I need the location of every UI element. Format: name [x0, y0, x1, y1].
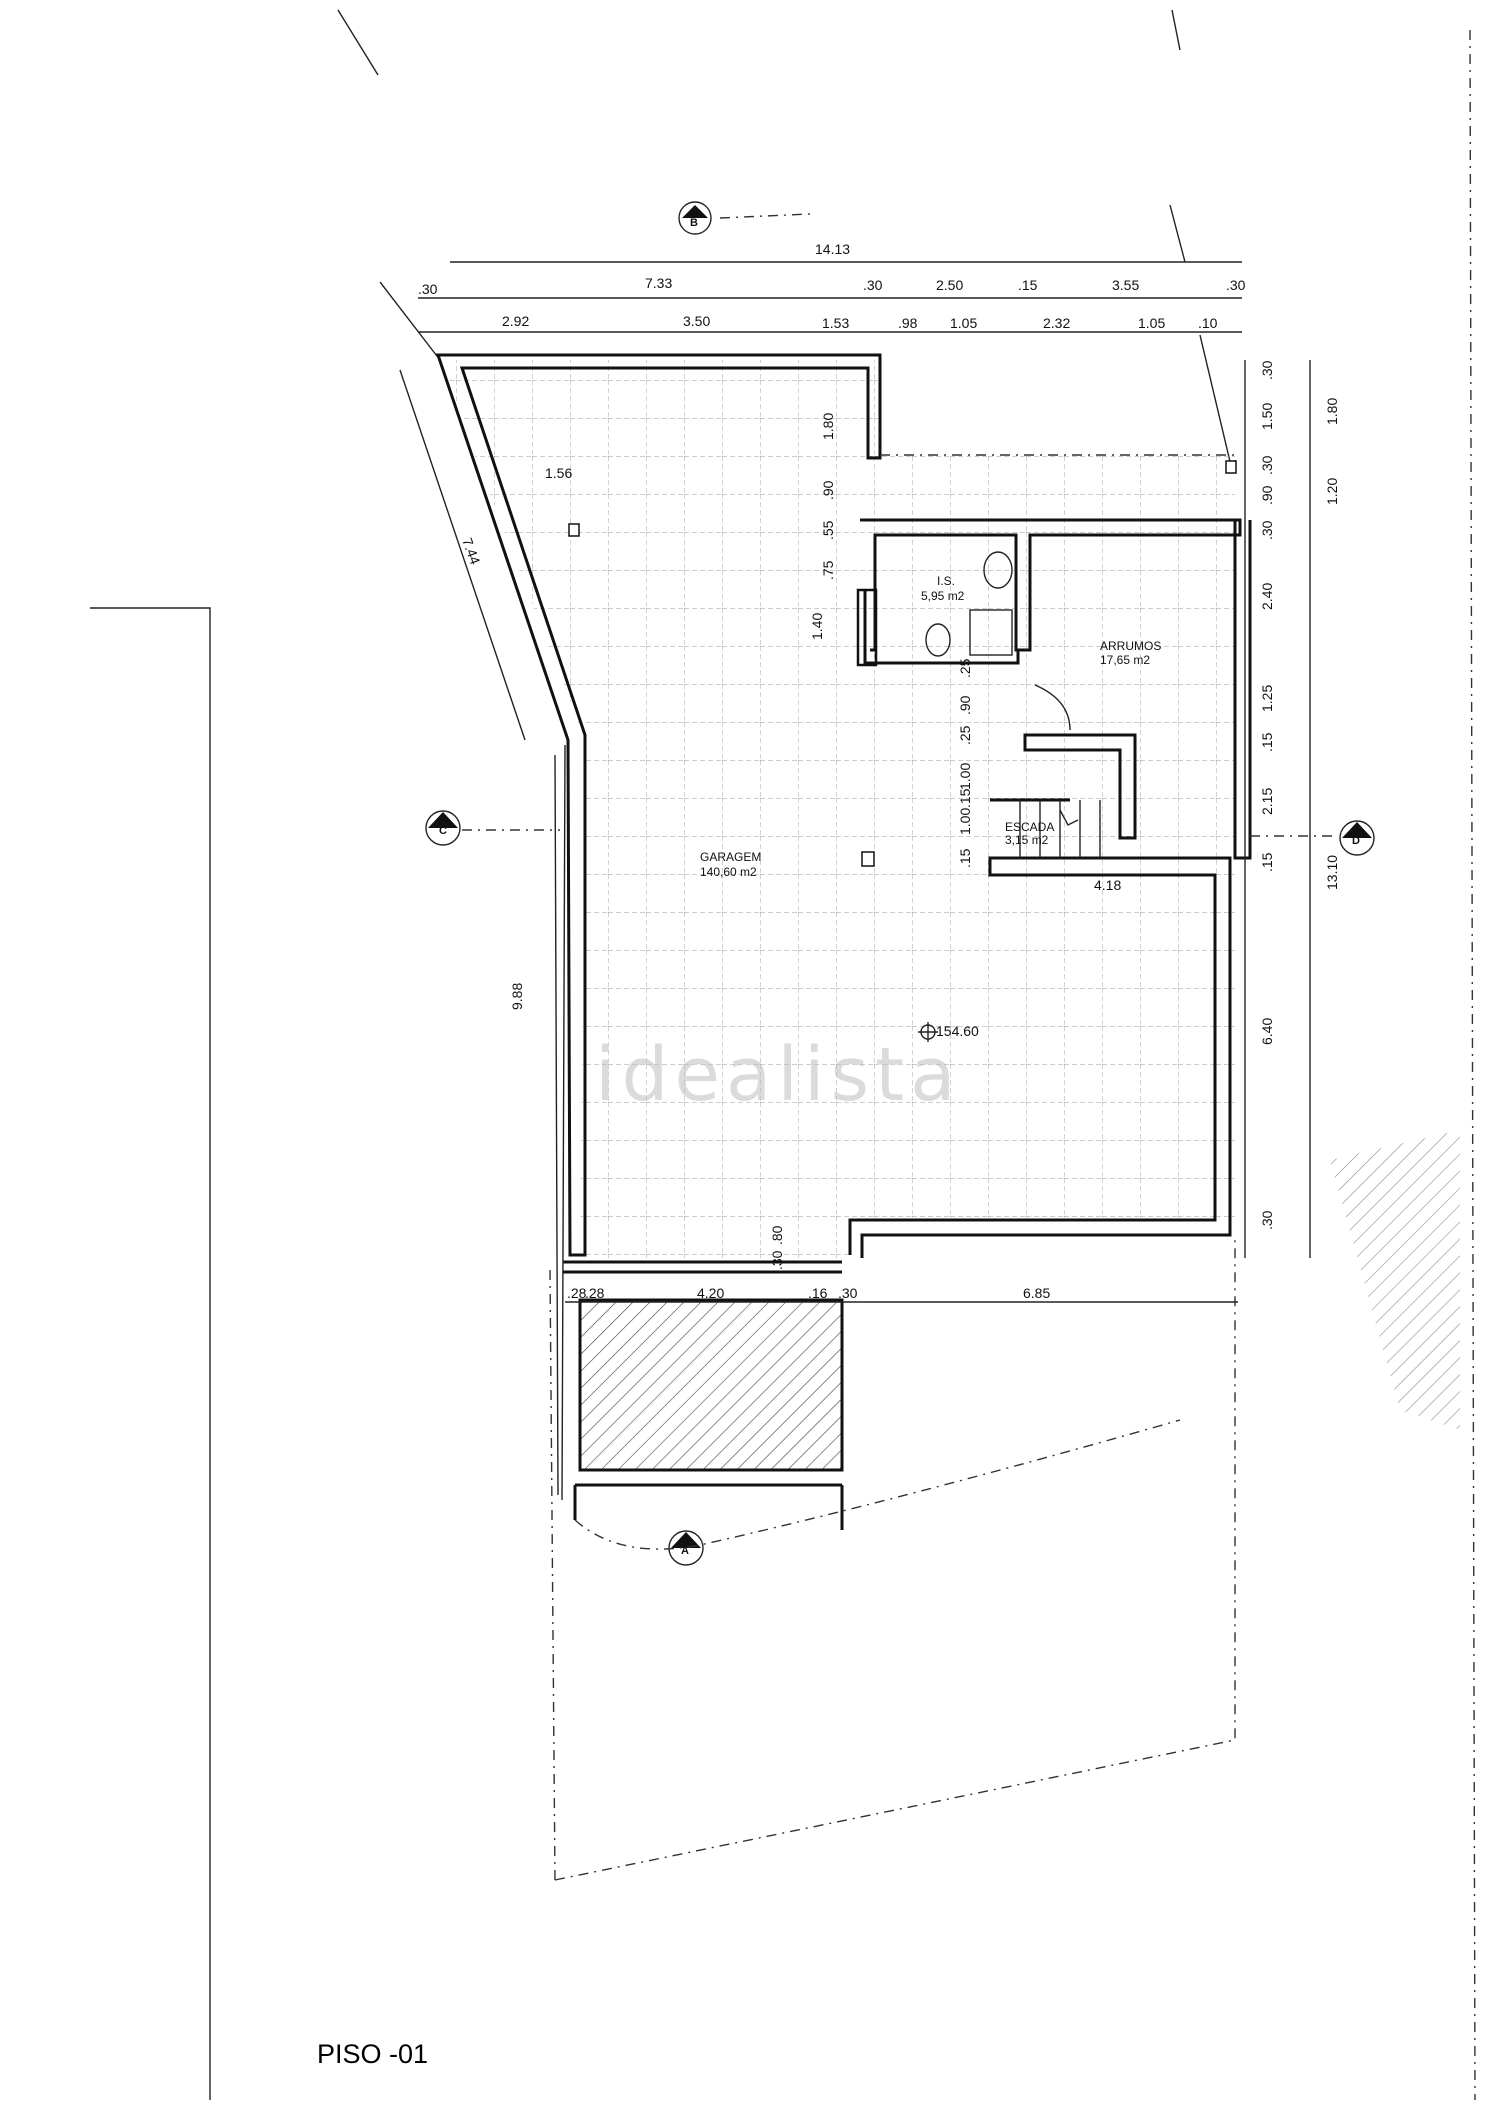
dim-bottom-0: .28	[567, 1285, 587, 1301]
dim-top-r1-4: .15	[1018, 277, 1038, 293]
room-labels: I.S. 5,95 m2 ARRUMOS 17,65 m2 ESCADA 3,1…	[700, 574, 1161, 879]
dim-right-11: .30	[1259, 1210, 1275, 1230]
dim-bottom-3: .16	[808, 1285, 828, 1301]
dim-left-0: 7.44	[459, 536, 483, 567]
room-arrumos-area: 17,65 m2	[1100, 653, 1150, 667]
dim-right-6: 1.25	[1259, 685, 1275, 712]
dim-right-4: .30	[1259, 520, 1275, 540]
dim-int-2: .90	[820, 480, 836, 500]
dim-top-r2-1: 3.50	[683, 313, 710, 329]
dim-right-1: 1.50	[1259, 403, 1275, 430]
page-title: PISO -01	[317, 2039, 428, 2069]
dim-top-r2-6: 1.05	[1138, 315, 1165, 331]
room-ls-name: I.S.	[937, 574, 955, 588]
dim-int-3: .55	[820, 520, 836, 540]
dim-bottom-6: .80	[769, 1225, 785, 1245]
room-garagem-area: 140,60 m2	[700, 865, 757, 879]
dim-right-5: 2.40	[1259, 583, 1275, 610]
axis-label-d: D	[1352, 835, 1360, 847]
site-boundary	[90, 9, 1476, 2101]
interior-dimensions: 1.56 1.80 .90 .55 .75 1.40 .25 .90 .25 1…	[545, 413, 1121, 893]
dim-int-10: .15	[957, 788, 973, 808]
dim-right-7: .15	[1259, 732, 1275, 752]
dim-top-r1-0: .30	[418, 281, 438, 297]
dim-bottom-4: .30	[838, 1285, 858, 1301]
markers	[568, 523, 875, 867]
dim-top-r2-3: .98	[898, 315, 918, 331]
dim-right-outer-0: 1.80	[1324, 398, 1340, 425]
interior-rooms	[856, 518, 1242, 858]
dim-int-0: 1.56	[545, 465, 572, 481]
axis-label-a: A	[681, 1545, 689, 1557]
dim-right-3: .90	[1259, 485, 1275, 505]
dim-top-r2-0: 2.92	[502, 313, 529, 329]
terrace	[563, 1260, 1238, 1530]
dim-bottom-7: .30	[769, 1250, 785, 1270]
dim-right-outer-2: 13.10	[1324, 855, 1340, 890]
left-dimensions: 7.44 9.88	[399, 369, 566, 1501]
axis-marker-a: A	[574, 1419, 1181, 1566]
dim-bottom-1: .28	[585, 1285, 605, 1301]
dim-right-2: .30	[1259, 455, 1275, 475]
dim-total-width: 14.13	[815, 241, 850, 257]
exterior-hatch	[1330, 1130, 1460, 1430]
dim-int-9: 1.00	[957, 763, 973, 790]
dim-int-5: 1.40	[809, 613, 825, 640]
watermark-logo: idealista	[595, 1032, 961, 1118]
axis-marker-d: D	[1250, 820, 1375, 856]
axis-label-c: C	[439, 825, 447, 837]
dim-top-r2-4: 1.05	[950, 315, 977, 331]
dim-top-r1-1: 7.33	[645, 275, 672, 291]
bottom-dimensions: .28 .28 4.20 .16 .30 6.85 .80 .30	[567, 1225, 1050, 1301]
garage-area	[435, 353, 1252, 1258]
dim-bottom-2: 4.20	[697, 1285, 724, 1301]
dim-top-r1-6: .30	[1226, 277, 1246, 293]
room-garagem-name: GARAGEM	[700, 850, 761, 864]
room-escada-name: ESCADA	[1005, 820, 1054, 834]
dim-top-r1-3: 2.50	[936, 277, 963, 293]
dim-int-1: 1.80	[820, 413, 836, 440]
dim-right-10: 6.40	[1259, 1018, 1275, 1045]
dim-top-r2-7: .10	[1198, 315, 1218, 331]
dim-right-outer-1: 1.20	[1324, 478, 1340, 505]
right-dimension-chains: .30 1.50 .30 .90 .30 2.40 1.25 .15 2.15 …	[1244, 360, 1340, 1258]
room-arrumos-name: ARRUMOS	[1100, 639, 1161, 653]
dim-int-4: .75	[820, 560, 836, 580]
dim-right-9: .15	[1259, 852, 1275, 872]
dim-int-11: 1.00	[957, 808, 973, 835]
dim-top-r1-2: .30	[863, 277, 883, 293]
dim-right-8: 2.15	[1259, 788, 1275, 815]
axis-marker-b: B	[678, 201, 811, 235]
axis-marker-c: C	[425, 810, 560, 846]
level-mark-label: 154.60	[936, 1023, 979, 1039]
dim-top-r1-5: 3.55	[1112, 277, 1139, 293]
dim-int-13: 4.18	[1094, 877, 1121, 893]
dim-top-r2-2: 1.53	[822, 315, 849, 331]
dim-left-1: 9.88	[509, 983, 525, 1010]
room-escada-area: 3,15 m2	[1005, 833, 1049, 847]
dim-top-r2-5: 2.32	[1043, 315, 1070, 331]
dim-int-12: .15	[957, 848, 973, 868]
dim-int-6: .25	[957, 658, 973, 678]
room-ls-area: 5,95 m2	[921, 589, 965, 603]
axis-label-b: B	[690, 217, 698, 229]
dim-int-8: .25	[957, 725, 973, 745]
dim-int-7: .90	[957, 695, 973, 715]
level-mark: 154.60	[918, 1022, 979, 1042]
dim-right-0: .30	[1259, 360, 1275, 380]
dim-bottom-5: 6.85	[1023, 1285, 1050, 1301]
top-dimension-chains: 14.13 .30 7.33 .30 2.50 .15 3.55 .30 2.9…	[379, 204, 1246, 471]
